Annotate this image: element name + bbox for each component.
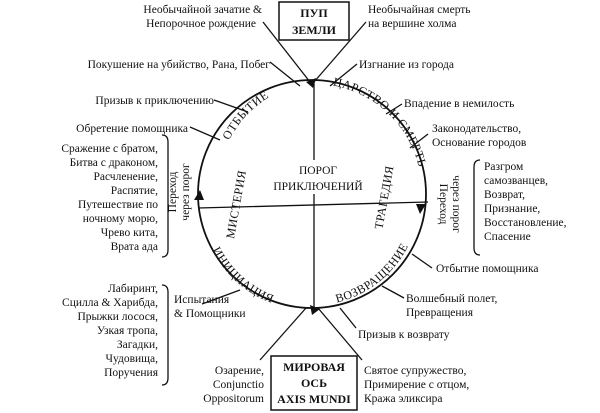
leader-r7 [381, 285, 405, 299]
bottom-box-line-1: МИРОВАЯ [283, 360, 345, 374]
leader-tr1 [313, 21, 367, 83]
label-l7-line-1: Испытания [174, 294, 230, 306]
arc-label-kingdom: ЦАРСТВО И СМЕРТЬ [332, 74, 430, 168]
label-l6-line-7: Поручения [104, 367, 159, 379]
leader-tl1 [262, 21, 311, 83]
arc-label-tragedy: ТРАГЕДИЯ [372, 164, 397, 230]
label-tr1-line-1: Необычайная смерть [368, 4, 471, 16]
arrow-left-head [194, 190, 204, 200]
label-l2: Покушение на убийство, Рана, Побег [88, 59, 271, 71]
label-l6-line-6: Чудовища, [105, 353, 158, 365]
label-r5-line-6: Спасение [484, 231, 531, 243]
top-box-line-2: ЗЕМЛИ [292, 23, 337, 37]
label-bl-line-1: Озарение, [215, 365, 264, 377]
label-l3: Призыв к приключению [95, 95, 214, 107]
threshold-right-line-2: через порог [450, 175, 462, 233]
arrow-right-head [416, 204, 426, 214]
center-label-bg [272, 160, 362, 194]
center-label-line-2: ПРИКЛЮЧЕНИЙ [273, 179, 362, 193]
label-r7-line-1: Волшебный полет, [406, 293, 497, 305]
label-br-line-3: Кража эликсира [364, 393, 442, 405]
label-r6: Отбытие помощника [436, 263, 538, 275]
leader-bl [259, 307, 307, 361]
label-r5-line-4: Признание, [484, 203, 540, 215]
label-l6-line-2: Сцилла & Харибда, [62, 297, 158, 309]
leader-l4 [189, 126, 221, 141]
label-tr1-line-2: на вершине холма [368, 18, 456, 30]
label-r4-line-2: Основание городов [432, 137, 527, 149]
top-box [278, 1, 350, 41]
label-l5-line-8: Врата ада [111, 241, 158, 253]
label-bl-line-3: Oppositorum [203, 393, 264, 405]
threshold-left-line-1: Переход [167, 172, 179, 213]
label-l5-line-2: Битва с драконом, [70, 157, 158, 169]
label-l7-line-2: & Помощники [174, 308, 246, 320]
label-l6-line-4: Узкая тропа, [97, 325, 158, 337]
leader-r4 [409, 133, 429, 149]
label-r5-line-1: Разгром [484, 161, 524, 173]
leader-r3 [385, 103, 403, 115]
label-r3: Впадение в немилость [404, 98, 514, 110]
bracket-left-upper [161, 134, 169, 258]
label-r5-line-3: Возврат, [484, 189, 525, 201]
leader-l3 [213, 99, 249, 113]
top-box-line-1: ПУП [300, 6, 328, 20]
leader-r2 [329, 63, 358, 87]
leader-l2 [269, 61, 301, 87]
label-r8: Призыв к возврату [358, 329, 450, 341]
threshold-left-line-2: через порог [180, 163, 192, 221]
bracket-right [473, 159, 481, 256]
label-l5-line-4: Распятие, [111, 185, 158, 197]
arc-label-mystery: МИСТЕРИЯ [223, 169, 249, 240]
bracket-left-lower [161, 284, 169, 386]
label-l5-line-3: Расчленение, [93, 171, 158, 183]
leader-br [317, 307, 363, 361]
label-l5-line-1: Сражение с братом, [61, 143, 158, 155]
center-label-line-1: ПОРОГ [299, 165, 337, 177]
bottom-box [270, 355, 358, 411]
arc-label-departure: ОТБЫТИЕ [219, 88, 271, 142]
label-r5-line-5: Восстановление, [484, 217, 567, 229]
label-l4: Обретение помощника [76, 123, 188, 135]
label-l5-line-5: Путешествие по [78, 199, 158, 211]
label-br-line-2: Примирение с отцом, [364, 379, 469, 391]
arrow-top-head [306, 78, 316, 88]
leader-r6 [411, 253, 433, 269]
label-l5-line-6: ночному морю, [83, 213, 158, 225]
threshold-right-line-1: Переход [437, 184, 449, 225]
label-tl1-line-1: Необычайной зачатие & [143, 4, 262, 16]
label-r7-line-2: Превращения [406, 307, 474, 319]
label-l5-line-7: Чрево кита, [101, 227, 158, 239]
leader-l7 [201, 289, 241, 305]
label-br-line-1: Святое супружество, [364, 365, 466, 377]
horizontal-axis-line [197, 201, 429, 209]
bottom-box-line-2: ОСЬ [301, 376, 327, 390]
label-l6-line-1: Лабиринт, [108, 283, 158, 295]
label-r4-line-1: Законодательство, [432, 123, 521, 135]
label-tl1-line-2: Непорочное рождение [146, 18, 256, 30]
leader-r8 [339, 307, 357, 329]
label-r2: Изгнание из города [359, 59, 454, 71]
bottom-box-line-3: AXIS MUNDI [277, 392, 351, 406]
label-bl-line-2: Conjunctio [213, 379, 264, 391]
arrow-bottom-head [310, 305, 320, 315]
label-l6-line-5: Загадки, [117, 339, 158, 351]
label-l6-line-3: Прыжки лосося, [77, 311, 158, 323]
label-r5-line-2: самозванцев, [484, 175, 548, 187]
